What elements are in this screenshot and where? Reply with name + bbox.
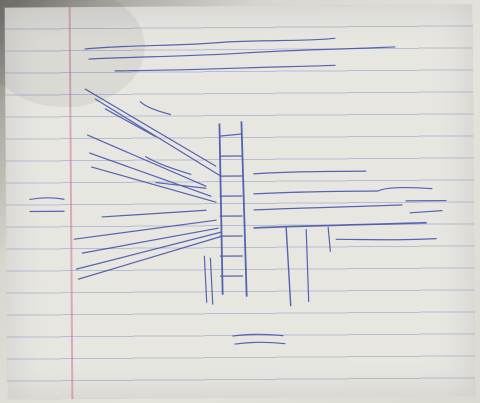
handwritten-diagram — [29, 37, 447, 345]
